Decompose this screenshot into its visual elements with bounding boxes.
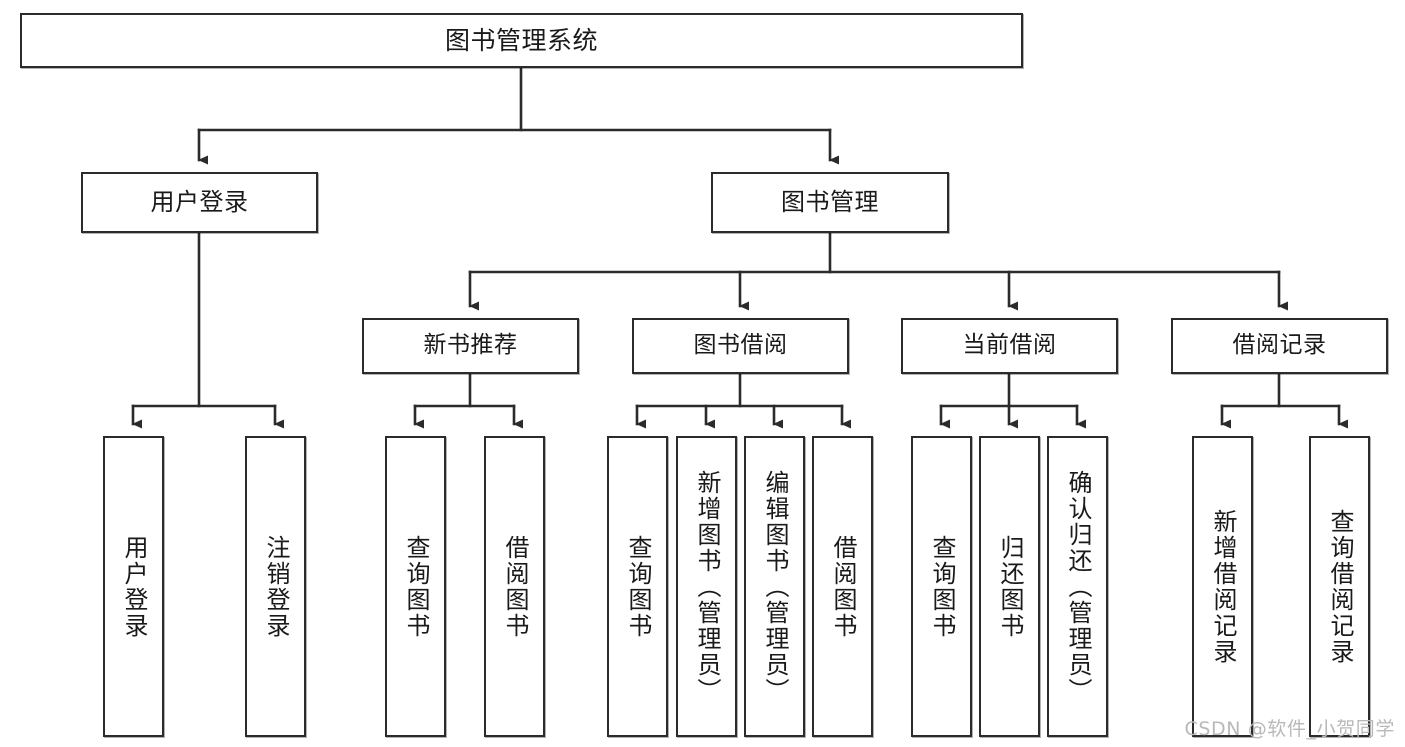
node-label: 确认归还（管理员） — [1063, 469, 1092, 704]
node-label: 查询图书 — [927, 534, 956, 639]
node-label: 图书管理 — [781, 188, 879, 217]
node-label: 图书借阅 — [693, 332, 788, 359]
node-label: 图书管理系统 — [444, 25, 598, 55]
leaf-borrow-book-recommend[interactable]: 借阅图书 — [484, 436, 545, 737]
watermark: CSDN @软件_小贺同学 — [1184, 718, 1395, 740]
node-label: 查询图书 — [623, 534, 652, 639]
leaf-query-book-recommend[interactable]: 查询图书 — [385, 436, 446, 737]
leaf-return-book[interactable]: 归还图书 — [979, 436, 1040, 737]
node-label: 查询图书 — [401, 534, 430, 639]
leaf-add-borrow-record[interactable]: 新增借阅记录 — [1192, 436, 1253, 737]
leaf-user-logout[interactable]: 注销登录 — [245, 436, 306, 737]
node-label: 注销登录 — [261, 534, 290, 639]
node-label: 查询借阅记录 — [1325, 508, 1354, 665]
node-label: 借阅记录 — [1232, 332, 1327, 359]
node-root-system[interactable]: 图书管理系统 — [20, 13, 1023, 68]
node-user-login[interactable]: 用户登录 — [81, 172, 318, 233]
leaf-edit-book-admin[interactable]: 编辑图书（管理员） — [744, 436, 805, 737]
node-label: 归还图书 — [995, 534, 1024, 639]
leaf-add-book-admin[interactable]: 新增图书（管理员） — [676, 436, 737, 737]
leaf-borrow-book[interactable]: 借阅图书 — [812, 436, 873, 737]
node-label: 新书推荐 — [423, 332, 518, 359]
node-book-borrow[interactable]: 图书借阅 — [632, 318, 849, 374]
leaf-query-book-borrow[interactable]: 查询图书 — [607, 436, 668, 737]
node-label: 编辑图书（管理员） — [760, 469, 789, 704]
node-current-borrow[interactable]: 当前借阅 — [901, 318, 1118, 374]
node-label: 用户登录 — [119, 534, 148, 639]
leaf-query-borrow-record[interactable]: 查询借阅记录 — [1309, 436, 1370, 737]
node-label: 借阅图书 — [828, 534, 857, 639]
node-label: 当前借阅 — [962, 332, 1057, 359]
leaf-user-login[interactable]: 用户登录 — [103, 436, 164, 737]
node-label: 用户登录 — [150, 188, 249, 217]
leaf-query-book-current[interactable]: 查询图书 — [911, 436, 972, 737]
node-label: 新增借阅记录 — [1208, 508, 1237, 665]
node-new-book-recommend[interactable]: 新书推荐 — [362, 318, 579, 374]
node-book-management[interactable]: 图书管理 — [711, 172, 949, 233]
node-label: 借阅图书 — [500, 534, 529, 639]
leaf-confirm-return-admin[interactable]: 确认归还（管理员） — [1047, 436, 1108, 737]
node-label: 新增图书（管理员） — [692, 469, 721, 704]
node-borrow-record[interactable]: 借阅记录 — [1171, 318, 1388, 374]
